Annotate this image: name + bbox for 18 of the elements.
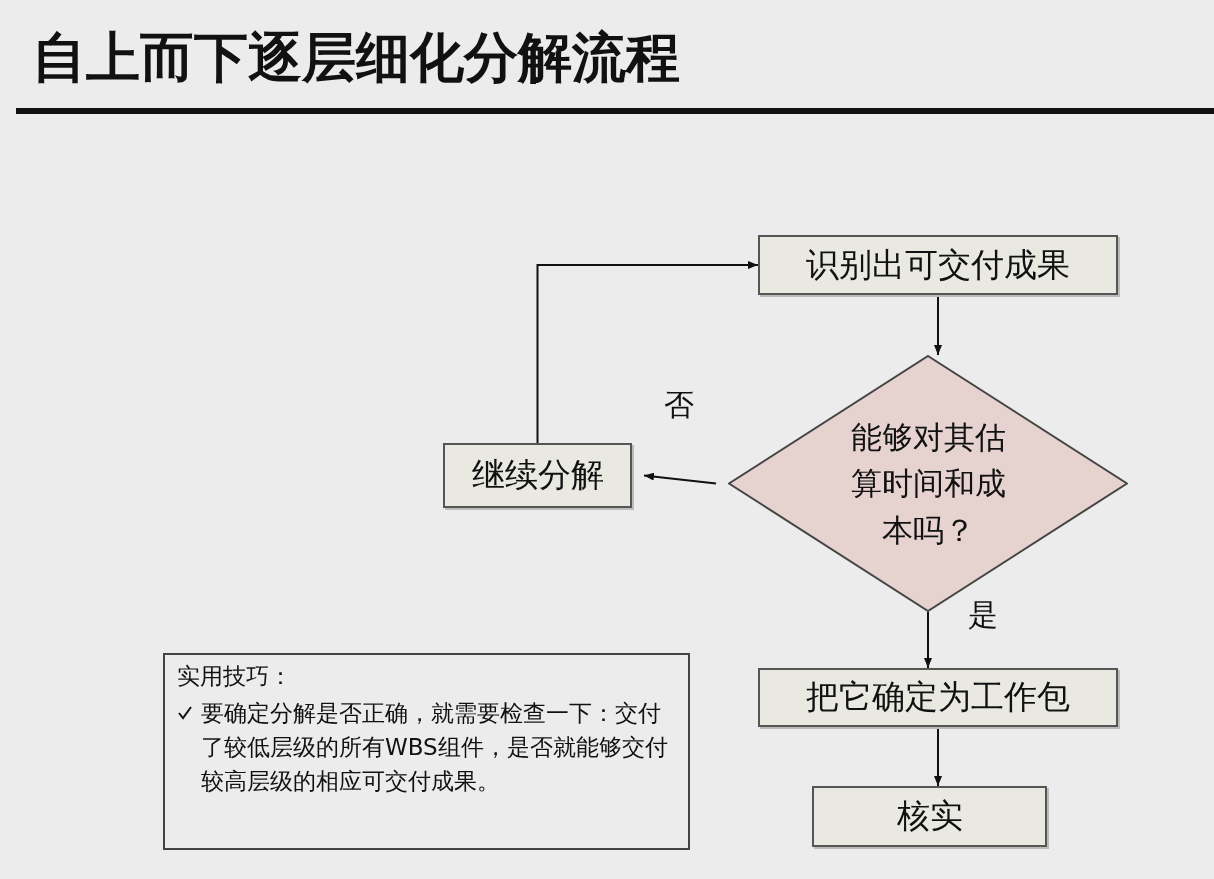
- title: 自上而下逐层细化分解流程: [32, 25, 680, 91]
- tip-heading: 实用技巧：: [177, 662, 292, 691]
- arrow: [924, 611, 932, 669]
- process-text: 继续分解: [471, 454, 604, 496]
- process-text: 识别出可交付成果: [806, 243, 1070, 286]
- arrow: [536, 261, 759, 444]
- decision-text: 能够对其估算时间和成本吗？: [850, 417, 1006, 550]
- process-text: 核实: [896, 795, 963, 837]
- tip-text: 要确定分解是否正确，就需要检查一下：交付了较低层级的所有WBS组件，是否就能够交付较高层级的相应可交付成果。: [201, 699, 669, 796]
- process-box: [812, 786, 1047, 847]
- process-box: [443, 443, 632, 508]
- process-text: 把它确定为工作包: [806, 676, 1070, 718]
- process-box: [758, 235, 1118, 295]
- process-box: [758, 668, 1118, 727]
- arrow: [934, 726, 942, 787]
- arrow: [643, 472, 717, 485]
- arrow: [934, 294, 942, 356]
- tip-box: [163, 653, 690, 850]
